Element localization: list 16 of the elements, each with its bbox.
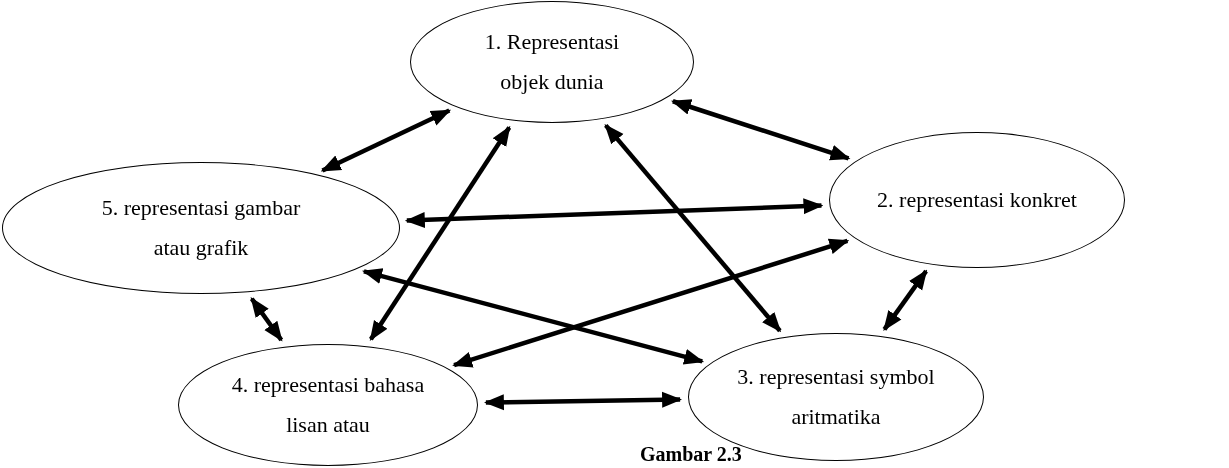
double-arrow [320, 108, 452, 173]
double-arrow [483, 391, 683, 411]
double-arrow [604, 123, 782, 333]
double-arrow [671, 99, 851, 161]
double-arrow [882, 269, 928, 331]
double-arrow [452, 238, 850, 368]
double-arrow [404, 198, 824, 228]
node-label: 2. representasi konkret [877, 186, 1077, 215]
node-label: 5. representasi gambar atau grafik [100, 194, 302, 262]
node-label: 3. representasi symbol aritmatika [736, 363, 936, 431]
node-label: 1. Representasi objek dunia [483, 28, 621, 96]
figure-caption: Gambar 2.3 [640, 443, 742, 466]
double-arrow [369, 125, 512, 341]
node-label: 4. representasi bahasa lisan atau [230, 371, 426, 439]
double-arrow [362, 268, 705, 365]
double-arrow [249, 297, 284, 342]
